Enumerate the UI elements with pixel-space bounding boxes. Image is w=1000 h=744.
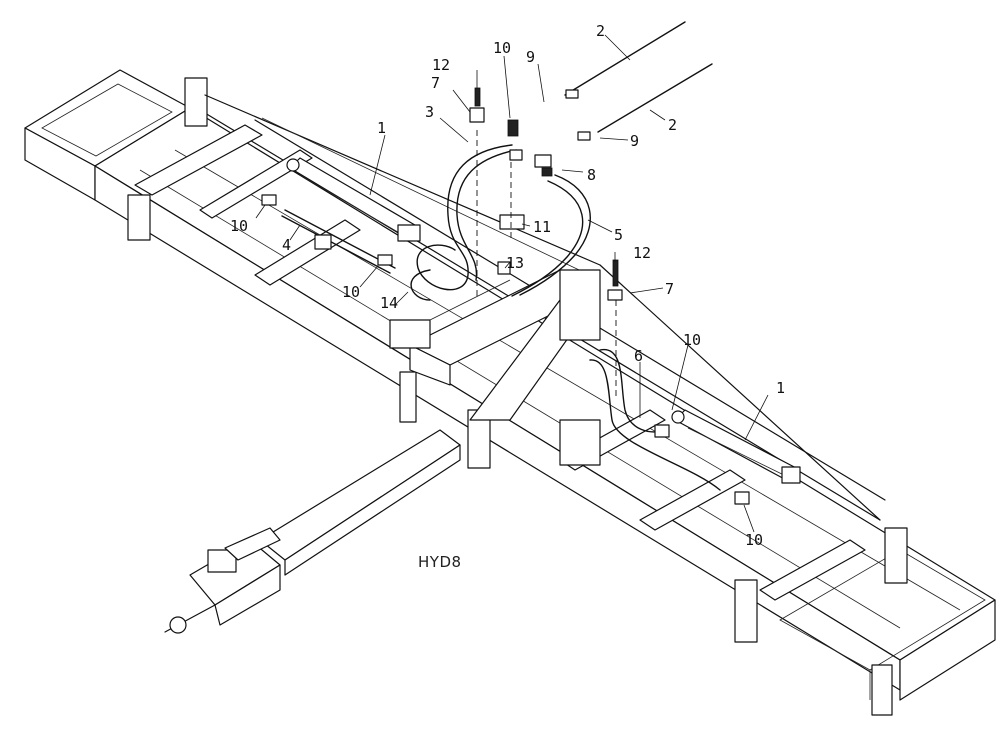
callout-1-left: 1 <box>377 119 386 137</box>
callout-6: 6 <box>634 347 643 365</box>
callout-3: 3 <box>425 103 434 121</box>
callout-labels: 1 1 2 2 3 4 5 6 7 7 8 9 9 10 10 10 10 10… <box>230 22 785 549</box>
callout-5: 5 <box>614 226 623 244</box>
callout-11: 11 <box>533 218 551 236</box>
callout-leaders <box>255 34 769 533</box>
fittings <box>261 87 750 505</box>
callout-10-right: 10 <box>683 331 701 349</box>
callout-1-right: 1 <box>776 379 785 397</box>
drawing-id: HYD8 <box>418 553 462 571</box>
callout-12-right: 12 <box>633 244 651 262</box>
callout-12-top: 12 <box>432 56 450 74</box>
callout-10-bottom: 10 <box>745 531 763 549</box>
callout-10-left: 10 <box>230 217 248 235</box>
callout-7-right: 7 <box>665 280 674 298</box>
callout-10-top: 10 <box>493 39 511 57</box>
hitch-tongue <box>164 429 461 634</box>
callout-9-lower: 9 <box>630 132 639 150</box>
callout-13: 13 <box>506 254 524 272</box>
callout-10-center: 10 <box>342 283 360 301</box>
callout-2-top: 2 <box>596 22 605 40</box>
callout-4: 4 <box>282 236 291 254</box>
center-mast <box>389 269 601 466</box>
callout-2-lower: 2 <box>668 116 677 134</box>
callout-7-top: 7 <box>431 74 440 92</box>
cylinder-right <box>671 409 801 484</box>
callout-14: 14 <box>380 294 398 312</box>
cylinder-left <box>286 157 421 242</box>
callout-8: 8 <box>587 166 596 184</box>
callout-9-top: 9 <box>526 48 535 66</box>
